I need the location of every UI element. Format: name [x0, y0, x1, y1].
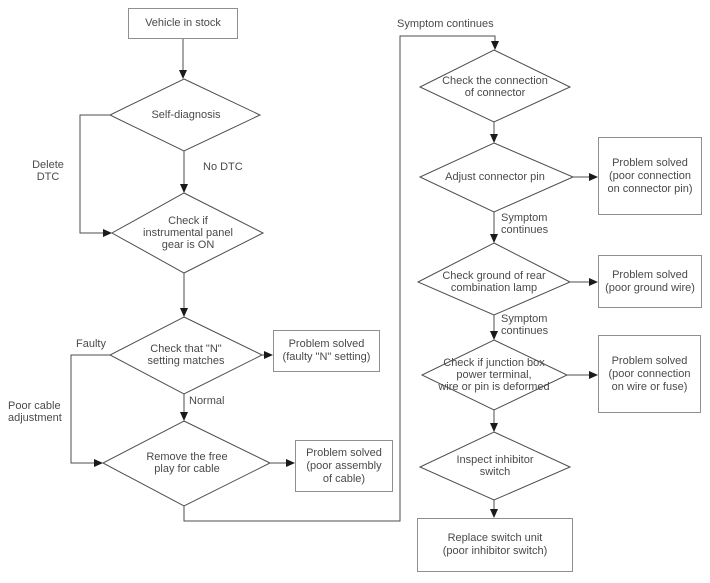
arrowhead-right-icon [589, 173, 598, 181]
edge-label-symptom-continues-top: Symptom continues [397, 18, 494, 30]
arrowhead-right-icon [264, 351, 273, 359]
edge-poor-cable-loop [70, 354, 110, 464]
arrowhead-down-icon [490, 331, 498, 340]
edge-delete-dtc-loop [79, 114, 110, 234]
panel-gear-diamond [110, 192, 265, 274]
self-diagnosis-diamond [108, 78, 262, 152]
edge-label-faulty: Faulty [76, 338, 106, 350]
arrowhead-down-icon [490, 423, 498, 432]
node-solved-wire-fuse: Problem solved (poor connection on wire … [598, 335, 701, 413]
arrowhead-right-icon [589, 278, 598, 286]
free-play-diamond [101, 420, 272, 507]
arrowhead-down-icon [180, 308, 188, 317]
arrowhead-down-icon [491, 41, 499, 50]
edge-label-delete-dtc: Delete DTC [32, 159, 64, 183]
node-self-diagnosis: Self-diagnosis [151, 109, 221, 121]
edge-symptom-continues-main [183, 35, 496, 522]
edge-label-normal: Normal [189, 395, 225, 407]
arrowhead-right-icon [94, 459, 103, 467]
node-remove-free-play: Remove the free play for cable [146, 451, 228, 475]
edge-label-symptom-continues-1: Symptom continues [501, 212, 549, 236]
node-adjust-connector-pin: Adjust connector pin [445, 171, 545, 183]
node-check-ground: Check ground of rear combination lamp [442, 270, 546, 294]
edge-label-poor-cable: Poor cable adjustment [8, 400, 62, 424]
node-solved-poor-assembly: Problem solved (poor assembly of cable) [295, 440, 393, 492]
inspect-inhibitor-diamond [418, 431, 572, 501]
arrowhead-down-icon [180, 184, 188, 193]
edge-label-no-dtc: No DTC [203, 161, 243, 173]
adjust-pin-diamond [418, 142, 575, 213]
arrowhead-right-icon [589, 371, 598, 379]
node-solved-connector-pin: Problem solved (poor connection on conne… [598, 137, 702, 215]
node-vehicle-in-stock: Vehicle in stock [128, 8, 238, 39]
arrowhead-down-icon [180, 412, 188, 421]
arrowhead-right-icon [103, 229, 112, 237]
n-setting-diamond [108, 316, 264, 395]
arrowhead-down-icon [490, 234, 498, 243]
arrowhead-down-icon [179, 70, 187, 79]
junction-box-diamond [420, 339, 569, 411]
check-ground-diamond [416, 242, 572, 316]
node-inspect-inhibitor: Inspect inhibitor switch [456, 454, 534, 478]
arrowhead-down-icon [490, 509, 498, 518]
node-check-junction-box: Check if junction box power terminal, wi… [438, 357, 550, 393]
node-check-n-setting: Check that "N" setting matches [147, 343, 225, 367]
node-replace-switch: Replace switch unit (poor inhibitor swit… [417, 518, 573, 572]
node-solved-ground-wire: Problem solved (poor ground wire) [598, 255, 702, 308]
edge-label-symptom-continues-2: Symptom continues [501, 313, 549, 337]
arrowhead-down-icon [490, 134, 498, 143]
node-check-panel-gear: Check if instrumental panel gear is ON [143, 215, 233, 251]
node-check-connection: Check the connection of connector [442, 75, 548, 99]
arrowhead-right-icon [286, 459, 295, 467]
check-connection-diamond [418, 49, 572, 123]
node-solved-faulty-n: Problem solved (faulty "N" setting) [273, 330, 380, 372]
